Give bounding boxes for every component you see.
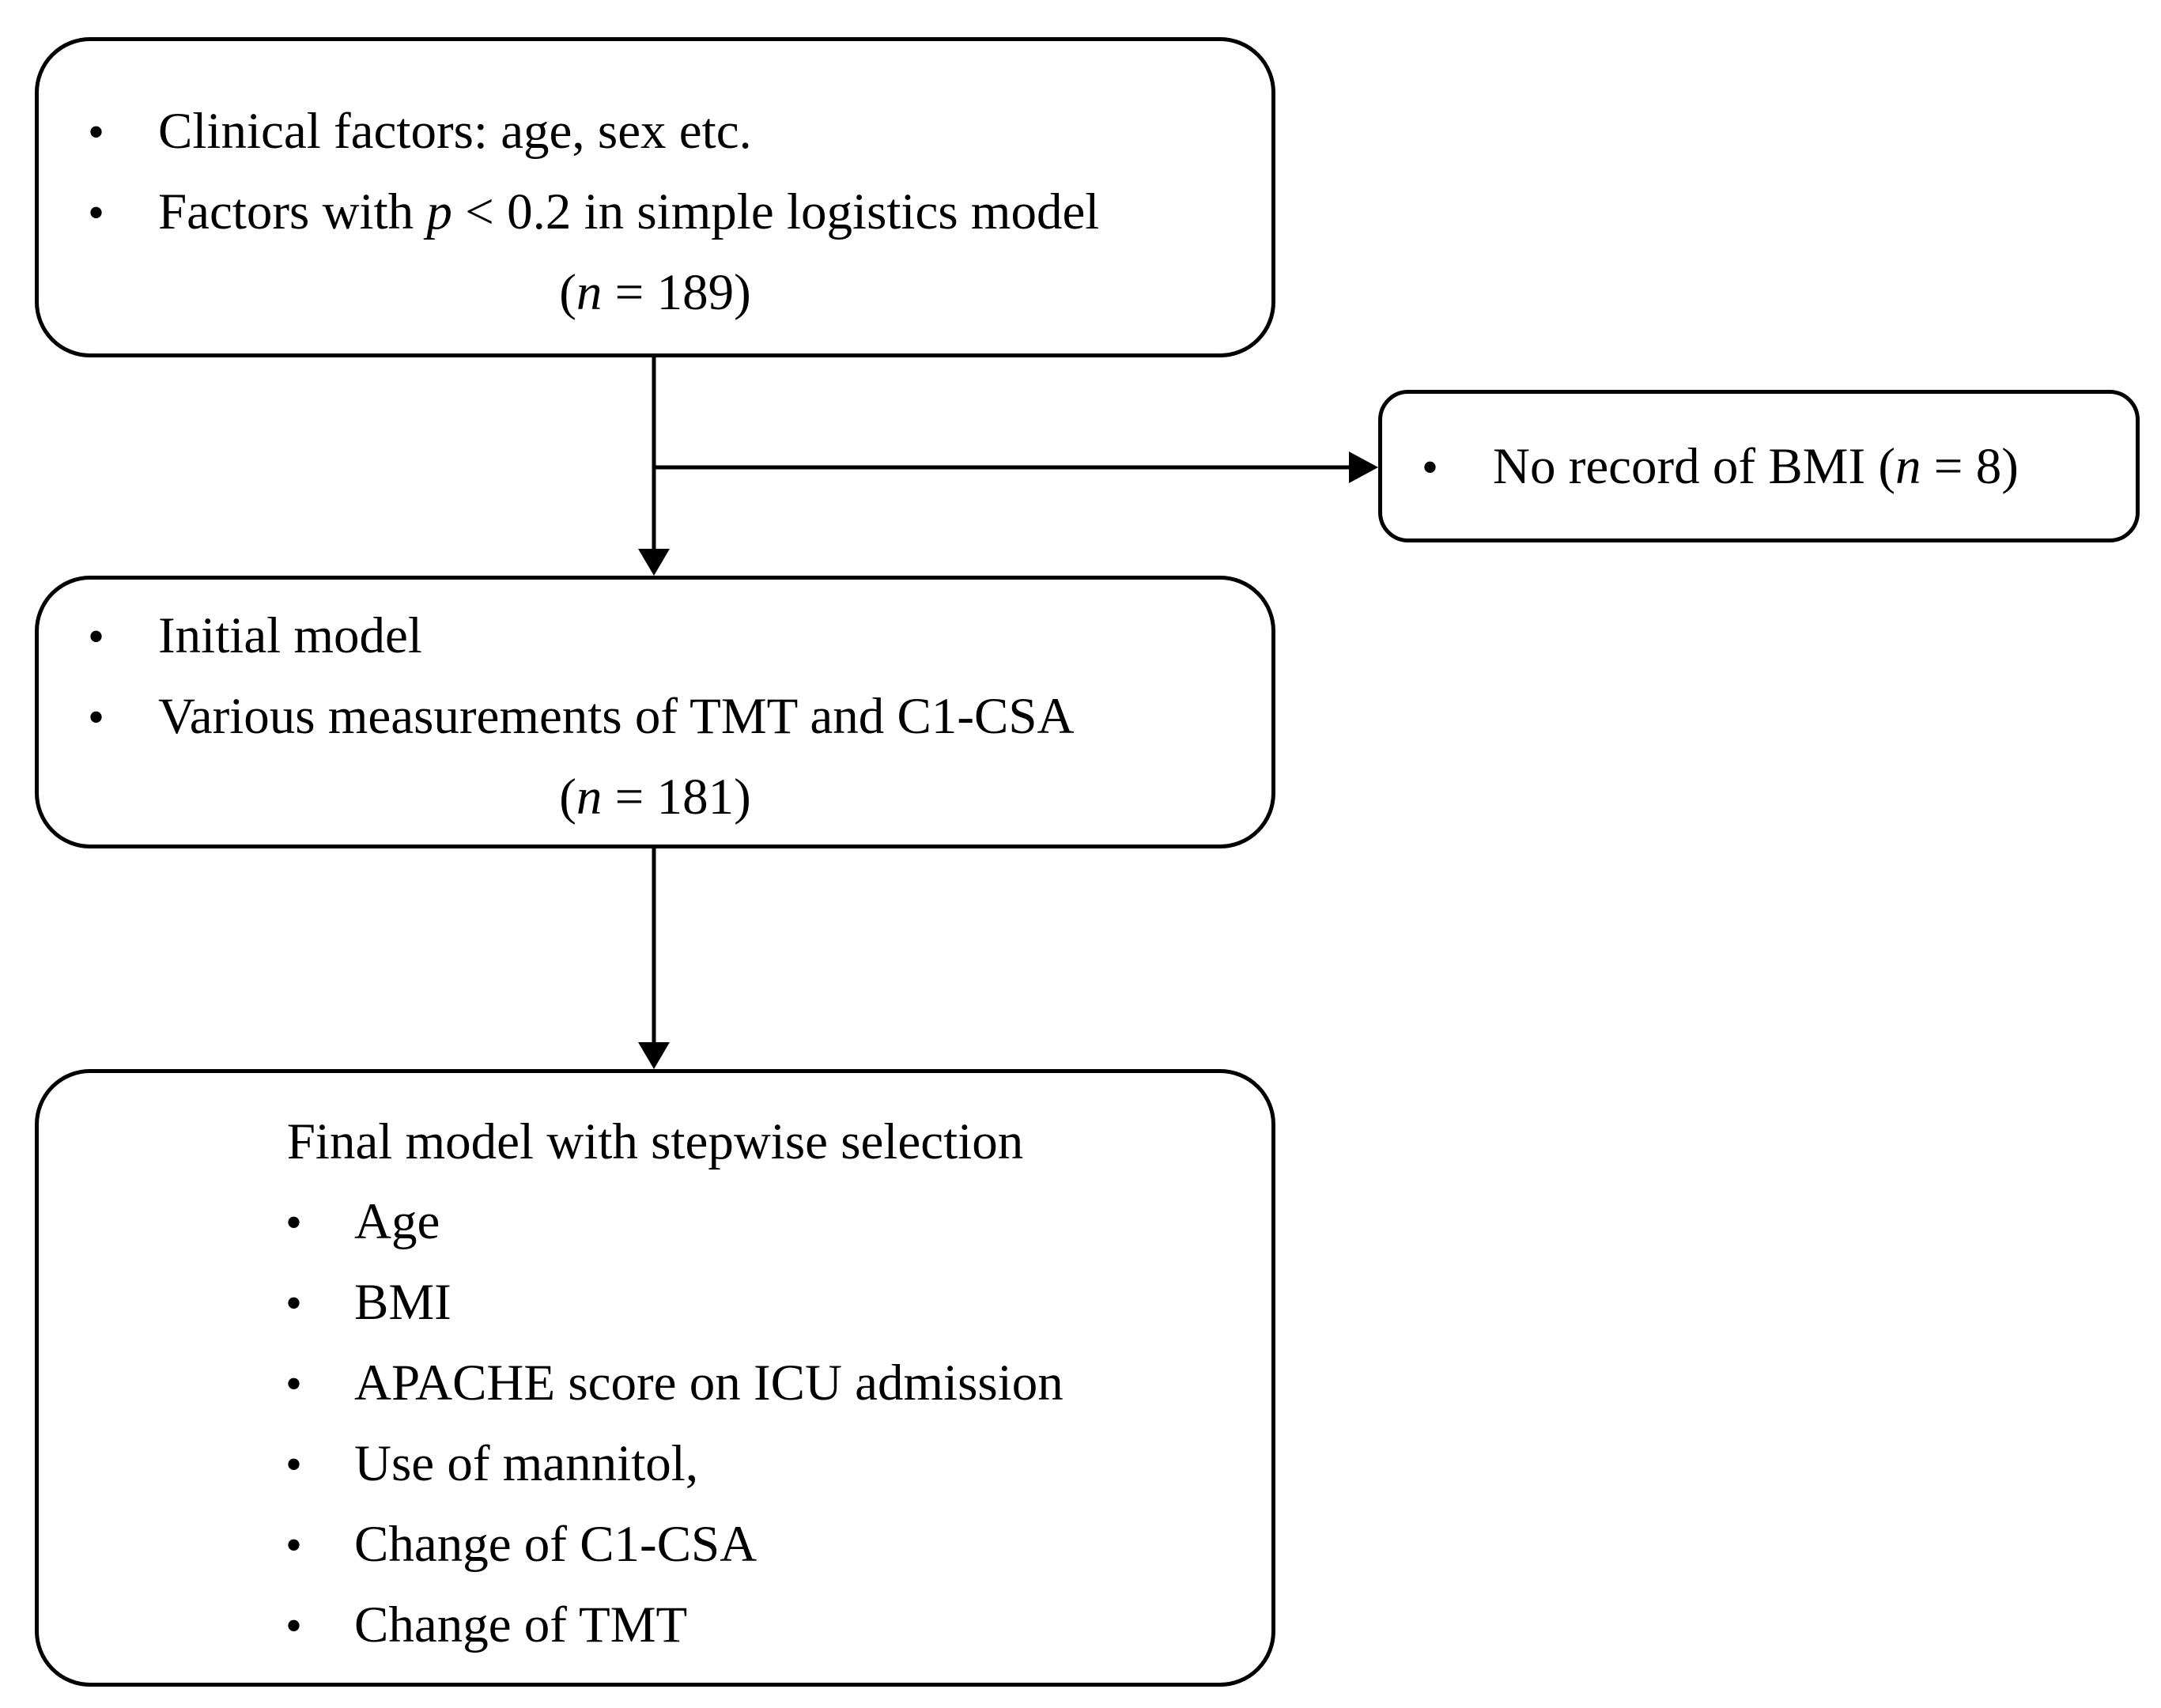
- bullet: •: [1422, 441, 1439, 493]
- bullet: •: [88, 106, 105, 158]
- final-item-c1-csa: Change of C1-CSA: [354, 1516, 757, 1573]
- initial-model-box: • Initial model • Various measurements o…: [35, 576, 1275, 848]
- bullet: •: [285, 1600, 303, 1652]
- bullet: •: [285, 1358, 303, 1410]
- final-item-tmt: Change of TMT: [354, 1597, 688, 1653]
- bullet: •: [285, 1519, 303, 1571]
- bullet: •: [285, 1438, 303, 1491]
- arrow-exclusion-head: [1349, 452, 1378, 483]
- measurements-item: Various measurements of TMT and C1-CSA: [158, 688, 1075, 745]
- final-item-mannitol: Use of mannitol,: [354, 1435, 699, 1492]
- factors-p-value-item: Factors with p < 0.2 in simple logistics…: [158, 183, 1100, 240]
- final-model-box: Final model with stepwise selection • Ag…: [35, 1069, 1275, 1687]
- initial-model-item: Initial model: [158, 607, 422, 664]
- sample-size-189: (n = 189): [559, 264, 751, 321]
- final-item-bmi: BMI: [354, 1274, 451, 1331]
- final-item-age: Age: [354, 1193, 440, 1250]
- bullet: •: [285, 1277, 303, 1329]
- bullet: •: [285, 1196, 303, 1249]
- arrow-box1-to-box2-head: [638, 549, 670, 576]
- bullet: •: [88, 610, 105, 663]
- exclusion-box: • No record of BMI (n = 8): [1378, 390, 2140, 542]
- bullet: •: [88, 187, 105, 239]
- final-model-heading: Final model with stepwise selection: [286, 1113, 1024, 1170]
- final-item-apache: APACHE score on ICU admission: [354, 1355, 1063, 1411]
- inclusion-factors-box: • Clinical factors: age, sex etc. • Fact…: [35, 37, 1275, 357]
- arrow-box2-to-box3-head: [638, 1042, 670, 1069]
- sample-size-181: (n = 181): [559, 769, 751, 826]
- clinical-factors-item: Clinical factors: age, sex etc.: [158, 103, 752, 160]
- bullet: •: [88, 691, 105, 743]
- no-bmi-record-item: No record of BMI (n = 8): [1493, 438, 2019, 495]
